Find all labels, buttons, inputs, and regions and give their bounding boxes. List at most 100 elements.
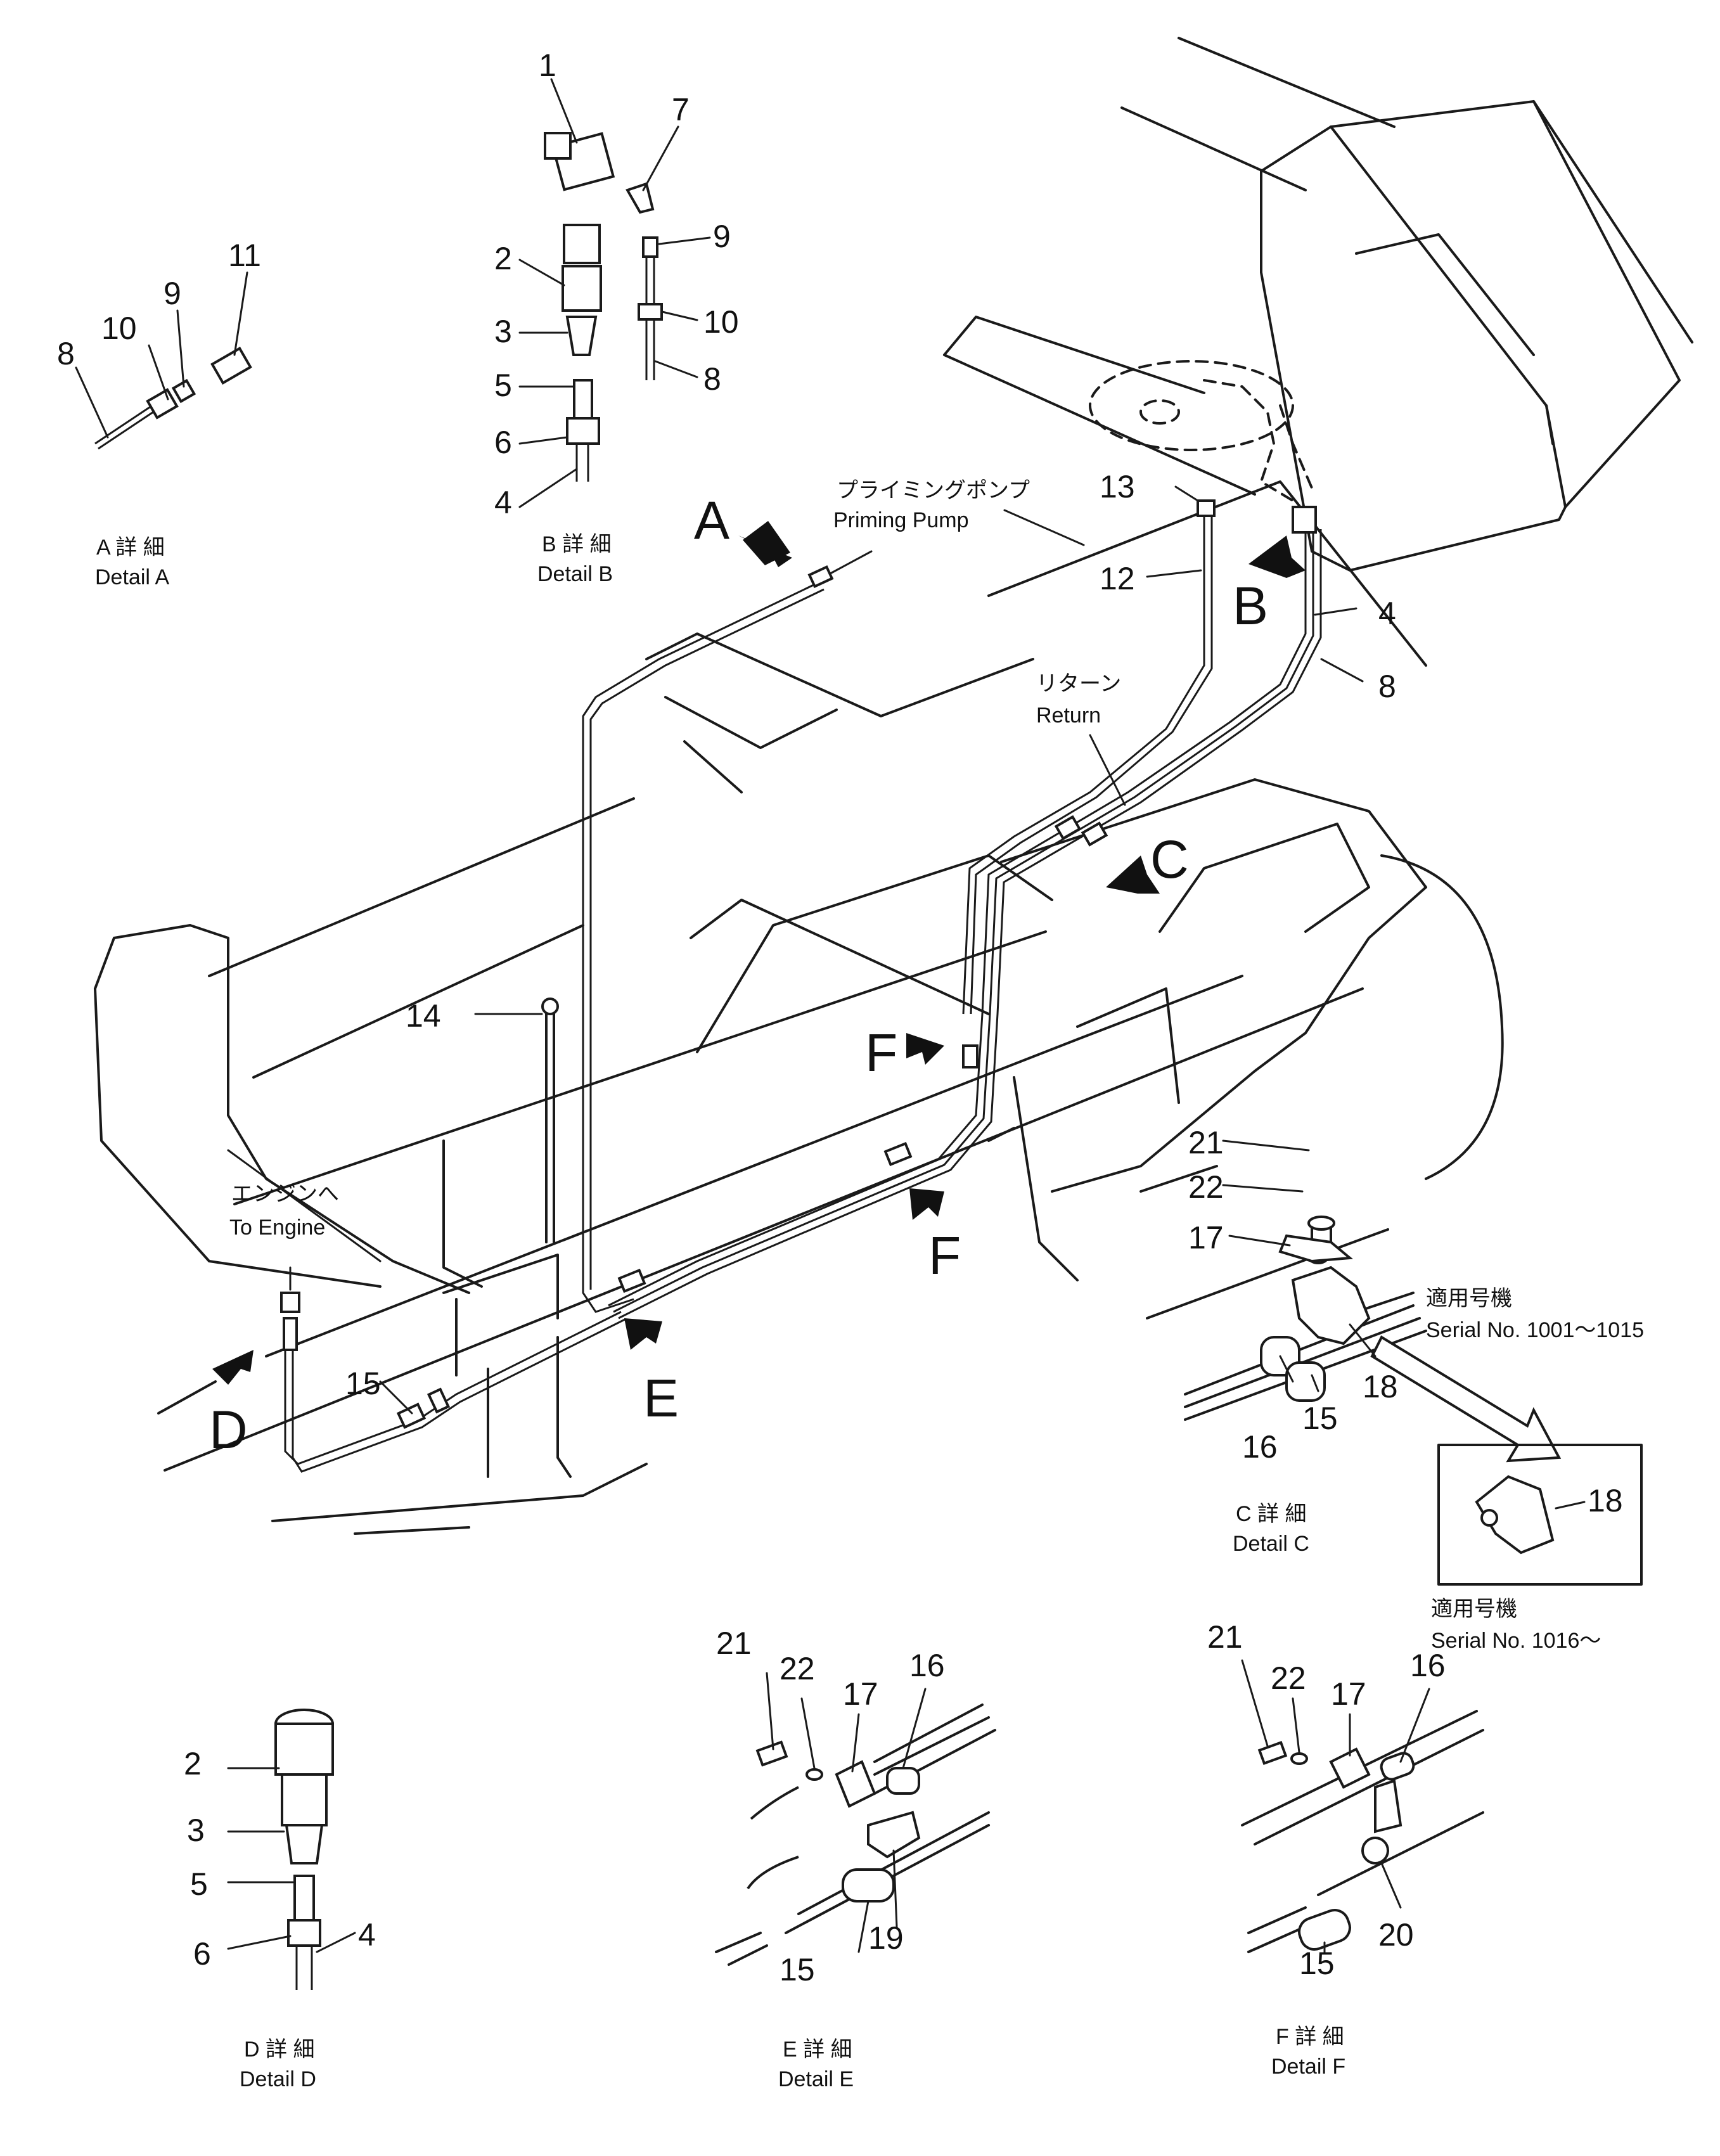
return-ja: リターン	[1036, 672, 1121, 696]
label-part-2: 2	[494, 241, 512, 276]
label-part-21-e: 21	[716, 1626, 752, 1661]
label-part-22-c: 22	[1188, 1169, 1224, 1205]
label-part-6-d: 6	[193, 1936, 211, 1972]
label-part-4-main: 4	[1378, 596, 1396, 631]
serial-change-arrow	[1370, 1335, 1562, 1463]
machine-outline	[94, 37, 1693, 1535]
view-letter-a: A	[694, 491, 729, 550]
diagram-labels: 1 7 2 9 3 10 5 8 6 4 11 9 10 8 13 12 4 8…	[57, 48, 1644, 2091]
label-part-21-c: 21	[1188, 1125, 1224, 1160]
view-arrow-a	[738, 521, 792, 567]
caption-f-ja: F 詳 細	[1276, 2025, 1344, 2049]
view-arrow-f2	[909, 1188, 944, 1220]
view-letter-c: C	[1150, 830, 1189, 889]
upper-frame	[943, 316, 1205, 394]
label-part-4-d: 4	[358, 1917, 376, 1953]
view-letter-f1: F	[865, 1023, 897, 1082]
label-part-22-e: 22	[780, 1651, 815, 1686]
label-part-15-f: 15	[1299, 1946, 1335, 1981]
serial-en-2: Serial No. 1016～	[1431, 1629, 1601, 1653]
return-en: Return	[1036, 703, 1101, 728]
to-engine-ja: エンジンへ	[231, 1182, 339, 1206]
fuel-pipes	[280, 499, 1322, 1473]
label-part-9-a: 9	[164, 276, 181, 311]
line-to-engine	[284, 1311, 622, 1465]
view-arrow-b	[1248, 536, 1306, 578]
view-letter-e: E	[643, 1368, 679, 1428]
label-part-4: 4	[494, 485, 512, 520]
label-part-3: 3	[494, 314, 512, 349]
label-part-5-d: 5	[190, 1866, 208, 1902]
supply-line-4	[608, 526, 1307, 1307]
label-part-6: 6	[494, 425, 512, 460]
label-part-1: 1	[539, 48, 556, 83]
caption-d-ja: D 詳 細	[244, 2037, 314, 2062]
label-part-12: 12	[1100, 561, 1135, 596]
label-part-11-a: 11	[228, 238, 261, 273]
label-part-15-main: 15	[345, 1366, 381, 1401]
label-part-17-c: 17	[1188, 1220, 1224, 1255]
return-line-12	[962, 513, 1205, 1015]
view-arrow-e	[624, 1318, 662, 1350]
label-part-15-e: 15	[780, 1952, 815, 1987]
label-part-3-d: 3	[187, 1813, 205, 1848]
detail-f-drawing	[1241, 1710, 1484, 1953]
view-letter-d: D	[209, 1400, 248, 1460]
label-part-21-f: 21	[1207, 1619, 1243, 1655]
view-letter-b: B	[1233, 576, 1268, 636]
detail-d-drawing	[274, 1709, 334, 1990]
label-part-17-e: 17	[843, 1676, 878, 1712]
label-part-15-c: 15	[1302, 1401, 1338, 1436]
detail-b-drawing	[544, 132, 663, 482]
label-part-13: 13	[1100, 469, 1135, 504]
label-part-5: 5	[494, 368, 512, 403]
label-part-8: 8	[703, 361, 721, 397]
detail-a-drawing	[94, 347, 252, 450]
fuel-tank	[1260, 125, 1567, 572]
label-part-10: 10	[703, 304, 739, 340]
caption-c-ja: C 詳 細	[1236, 1502, 1306, 1526]
label-part-18-box: 18	[1588, 1483, 1623, 1518]
caption-c-en: Detail C	[1233, 1532, 1309, 1556]
label-part-16-c: 16	[1242, 1429, 1278, 1465]
view-letter-f2: F	[928, 1226, 961, 1285]
view-arrow-c	[1106, 856, 1160, 894]
caption-b-en: Detail B	[537, 562, 613, 586]
pipe-to-priming-pump	[582, 582, 818, 1313]
caption-e-en: Detail E	[778, 2067, 854, 2091]
view-arrows	[157, 521, 1306, 1415]
label-part-16-f: 16	[1410, 1648, 1446, 1683]
caption-a-en: Detail A	[95, 565, 169, 589]
label-part-2-d: 2	[184, 1746, 202, 1781]
view-arrow-d	[212, 1350, 254, 1385]
caption-d-en: Detail D	[240, 2067, 316, 2091]
serial-en-1: Serial No. 1001～1015	[1426, 1318, 1644, 1342]
variant-box	[1437, 1444, 1643, 1586]
label-part-18-c: 18	[1363, 1369, 1398, 1404]
serial-ja-1: 適用号機	[1426, 1287, 1512, 1311]
label-part-7: 7	[672, 92, 690, 127]
label-part-17-f: 17	[1331, 1676, 1366, 1712]
label-part-8-main: 8	[1378, 669, 1396, 704]
label-part-14: 14	[406, 998, 441, 1034]
to-engine-en: To Engine	[229, 1216, 325, 1240]
label-part-9: 9	[713, 219, 731, 254]
left-fender	[94, 924, 470, 1294]
rear-frame	[1000, 778, 1427, 1193]
leader-lines	[75, 78, 1586, 1953]
label-part-10-a: 10	[101, 311, 137, 346]
label-part-16-e: 16	[909, 1648, 945, 1683]
priming-pump-ja: プライミングポンプ	[837, 478, 1030, 503]
priming-pump-en: Priming Pump	[833, 508, 969, 532]
caption-e-ja: E 詳 細	[783, 2037, 852, 2062]
supply-line-8	[618, 529, 1322, 1319]
caption-b-ja: B 詳 細	[542, 532, 612, 556]
label-part-20-f: 20	[1378, 1917, 1414, 1953]
detail-e-drawing	[715, 1704, 996, 1966]
label-part-22-f: 22	[1271, 1660, 1306, 1696]
label-part-8-a: 8	[57, 336, 75, 371]
caption-f-en: Detail F	[1271, 2055, 1345, 2079]
caption-a-ja: A 詳 細	[96, 536, 165, 560]
